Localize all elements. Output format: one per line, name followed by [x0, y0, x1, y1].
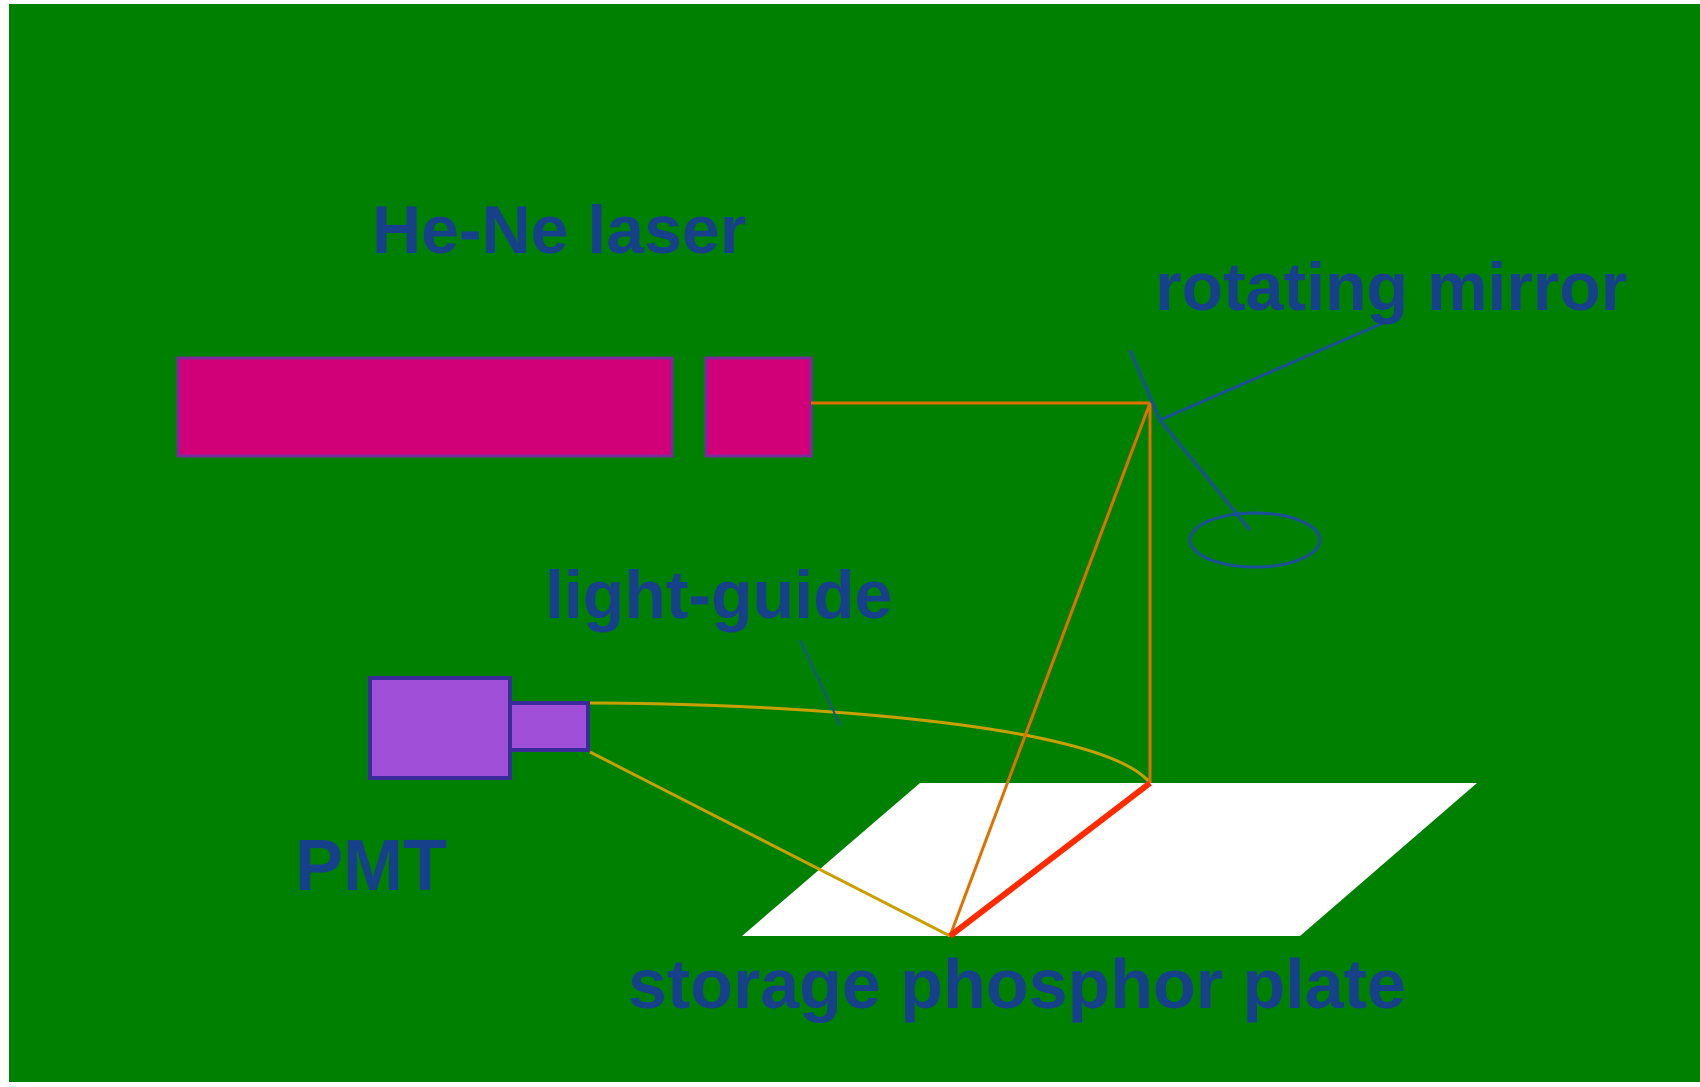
pmt: [368, 676, 590, 780]
mirror-facet-right: [1159, 318, 1391, 422]
pmt-body: [368, 676, 512, 780]
he-ne-laser: [176, 356, 813, 458]
pmt-window: [508, 701, 590, 752]
reflected-beam-diagonal: [948, 402, 1152, 937]
rotating-mirror: [1128, 318, 1391, 569]
mirror-base: [1188, 511, 1322, 569]
mirror-axle: [1158, 419, 1252, 531]
light-guide-pointer: [799, 639, 841, 726]
light-guide-lower-edge: [589, 750, 951, 938]
pmt-label: PMT: [295, 826, 447, 906]
scan-line: [948, 780, 1152, 939]
mirror-label: rotating mirror: [1155, 249, 1627, 325]
laser-head: [704, 356, 813, 458]
light-guide-label: light-guide: [545, 557, 892, 633]
plate-label: storage phosphor plate: [628, 945, 1406, 1023]
mirror-facet-left: [1128, 349, 1162, 421]
storage-phosphor-plate: [742, 783, 1477, 936]
laser-label: He-Ne laser: [372, 192, 746, 268]
laser-tube: [176, 356, 674, 458]
light-guide-upper-edge: [589, 701, 1152, 784]
